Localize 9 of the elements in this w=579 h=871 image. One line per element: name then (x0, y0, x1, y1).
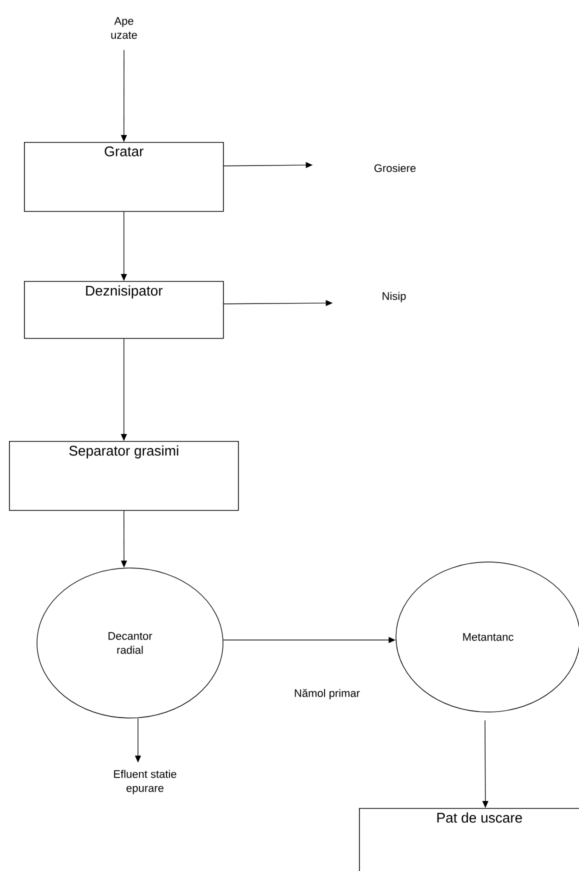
process-box: Separator grasimi (9, 441, 239, 511)
flow-label: Ape uzate (111, 17, 137, 39)
process-box: Pat de uscare (359, 808, 579, 871)
flow-label: Grosiere (374, 164, 416, 172)
process-box: Deznisipator (24, 281, 224, 339)
flow-label: Nisip (382, 292, 406, 302)
edge-label: Nămol primar (293, 688, 361, 700)
process-box: Gratar (24, 142, 224, 212)
flow-label: Efluent statie epurare (114, 770, 176, 794)
